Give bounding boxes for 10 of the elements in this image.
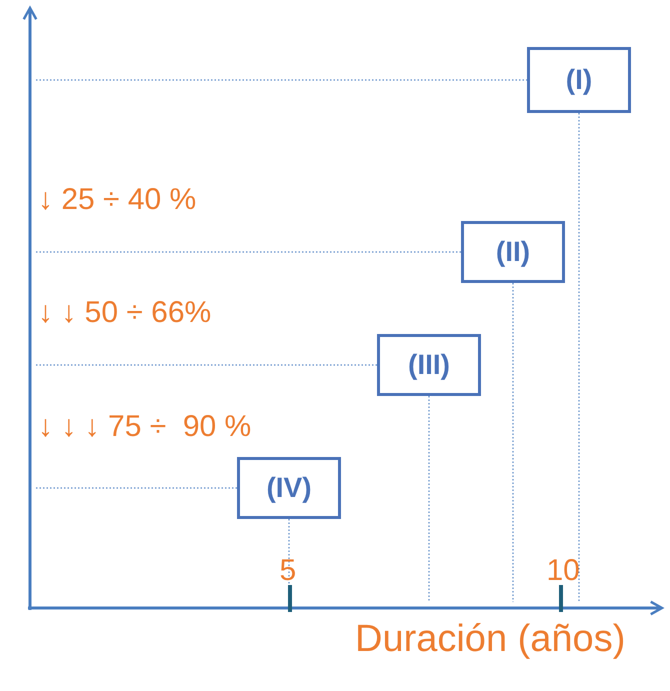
label-box: (II) (461, 221, 565, 283)
reduction-label: ↓ 25 ÷ 40 % (38, 185, 196, 215)
tick-label: 10 (546, 556, 580, 586)
label-box: (I) (527, 47, 631, 113)
tick-label: 5 (280, 556, 296, 586)
reduction-label: ↓ ↓ 50 ÷ 66% (38, 298, 212, 328)
label-box: (III) (377, 334, 481, 396)
axis-title: Duración (años) (355, 620, 626, 658)
reduction-label: ↓ ↓ ↓ 75 ÷ 90 % (38, 412, 252, 442)
label-box: (IV) (237, 457, 341, 519)
